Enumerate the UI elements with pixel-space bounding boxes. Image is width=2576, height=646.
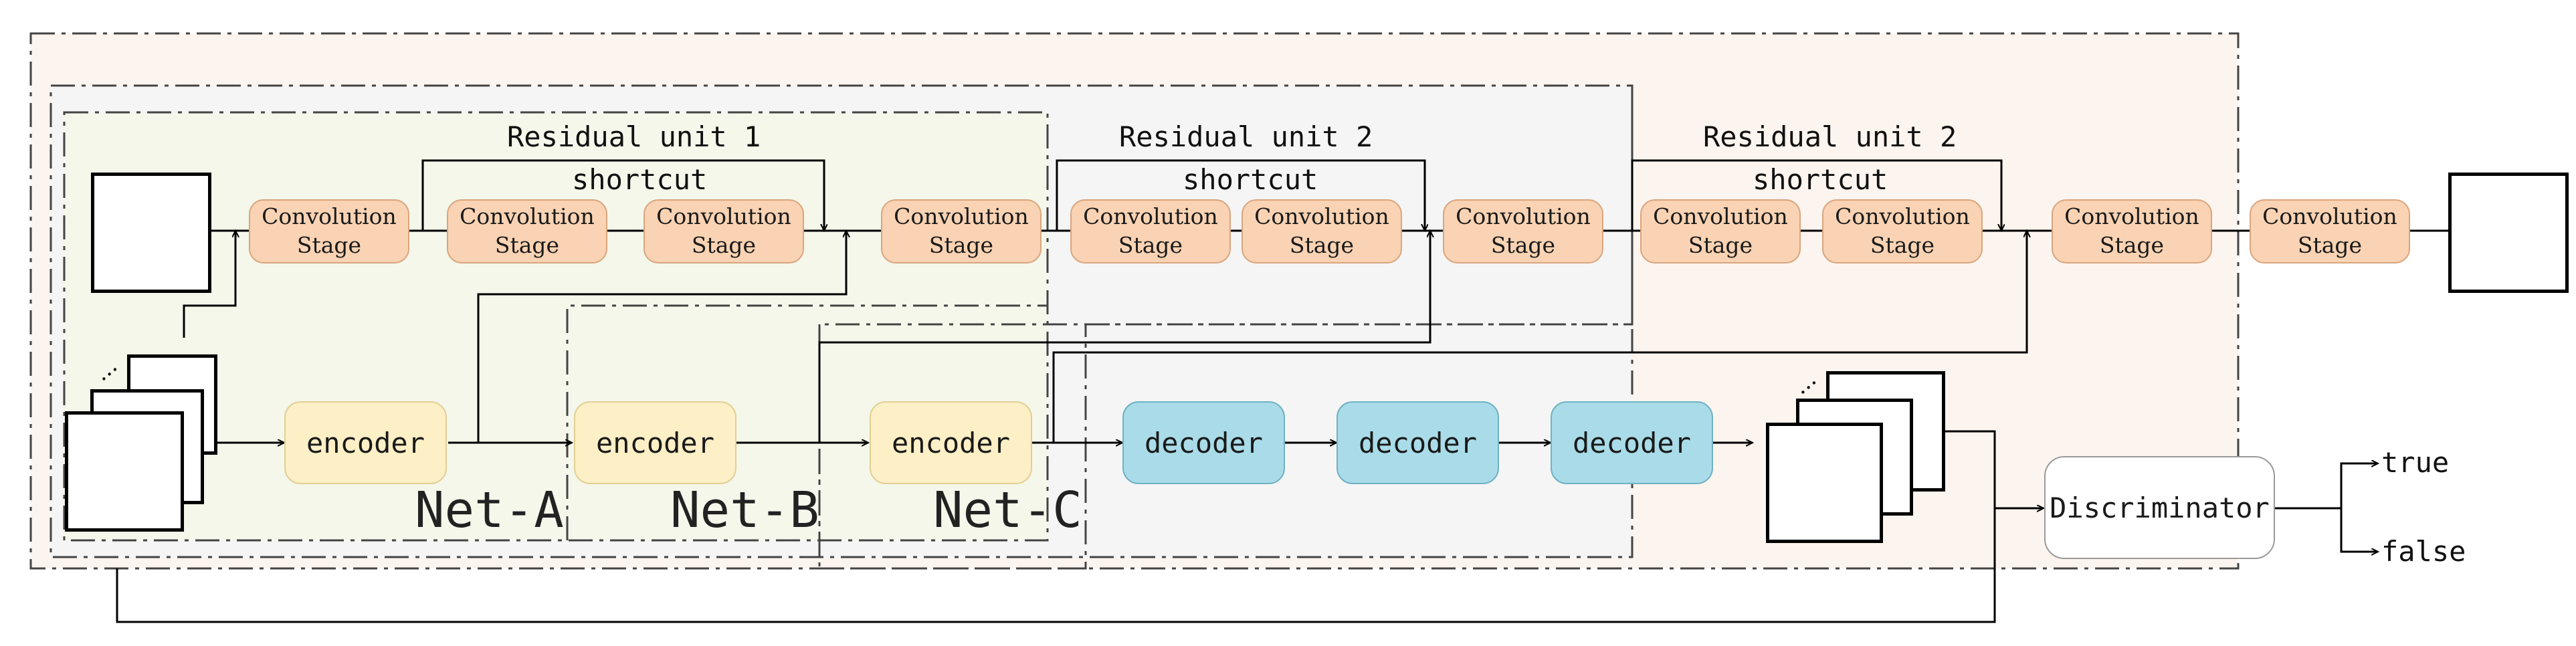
skip-a-line	[477, 231, 846, 443]
input-image-box	[91, 173, 211, 293]
shortcut-2-line	[1056, 159, 1425, 231]
net-a-label: Net-A	[415, 481, 564, 539]
input-to-conv-line	[183, 231, 235, 338]
skip-c-line	[1052, 231, 2027, 443]
shortcut-1-label: shortcut	[572, 163, 708, 196]
encoder-3: encoder	[870, 401, 1032, 484]
decoder-3: decoder	[1551, 401, 1713, 484]
shortcut-3-label: shortcut	[1753, 163, 1888, 196]
outer-region	[29, 32, 2240, 570]
net-b-label: Net-B	[670, 481, 819, 539]
false-label: false	[2381, 535, 2466, 568]
false-branch-line	[2340, 508, 2378, 552]
net-c-bottom-edge	[819, 324, 1087, 570]
feedback-line	[116, 508, 1996, 623]
shortcut-3-line	[1631, 159, 2001, 231]
net-c-label: Net-C	[933, 481, 1082, 539]
shortcut-1-line	[421, 159, 824, 231]
decoder-2: decoder	[1336, 401, 1499, 484]
encoder-2: encoder	[574, 401, 736, 484]
net-b-inner-edge	[566, 304, 1048, 540]
decoder-1: decoder	[1122, 401, 1285, 484]
shortcut-2-label: shortcut	[1183, 163, 1318, 196]
residual-unit-2b-title: Residual unit 2	[1703, 120, 1957, 153]
true-branch-line	[2340, 463, 2378, 508]
output-to-disc-line	[1943, 430, 2044, 508]
input-frame-1	[65, 411, 184, 532]
true-label: true	[2381, 446, 2450, 479]
residual-unit-2a-title: Residual unit 2	[1119, 120, 1373, 153]
discriminator: Discriminator	[2044, 456, 2275, 559]
output-image-box	[2448, 173, 2569, 293]
encoder-1: encoder	[284, 401, 447, 484]
skip-b-line	[818, 231, 1430, 443]
residual-unit-1-title: Residual unit 1	[507, 120, 761, 153]
output-frame-1	[1766, 423, 1883, 543]
